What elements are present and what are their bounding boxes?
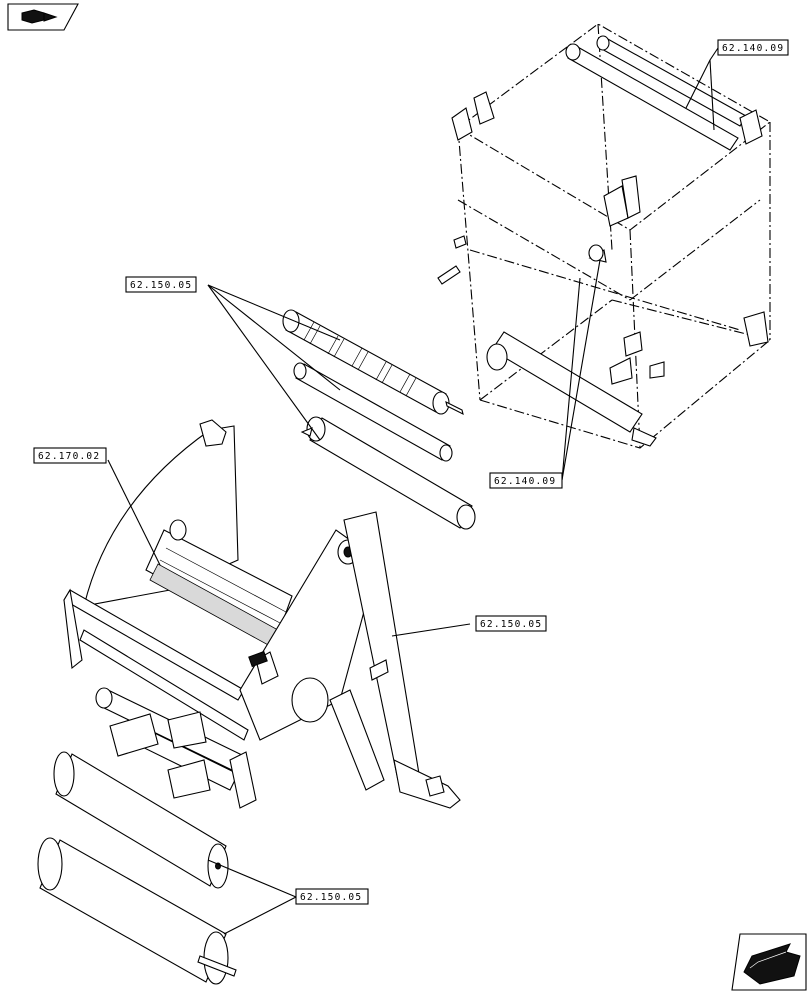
callout-62-140-09-top[interactable]: 62.140.09 <box>717 39 789 56</box>
roller-plain <box>293 362 453 462</box>
svg-text:62.140.09: 62.140.09 <box>494 476 556 487</box>
callout-62-170-02[interactable]: 62.170.02 <box>33 447 107 464</box>
frame-assembly <box>437 23 771 449</box>
svg-text:62.140.09: 62.140.09 <box>722 43 784 54</box>
svg-text:62.150.05: 62.150.05 <box>300 892 362 903</box>
parts-kit-icon[interactable] <box>7 3 79 31</box>
roller-lower-bottom <box>37 837 237 985</box>
leader-lines <box>107 47 719 935</box>
roller-lower-upper <box>53 751 229 889</box>
next-page-arrow-icon[interactable] <box>731 933 807 991</box>
callout-62-140-09-mid[interactable]: 62.140.09 <box>489 472 563 489</box>
svg-text:62.170.02: 62.170.02 <box>38 451 100 462</box>
roller-large <box>300 416 476 530</box>
svg-text:62.150.05: 62.150.05 <box>130 280 192 291</box>
callout-62-150-05-upper[interactable]: 62.150.05 <box>125 276 197 293</box>
roller-fluted <box>282 309 464 416</box>
callout-62-150-05-right[interactable]: 62.150.05 <box>475 615 547 632</box>
callout-62-150-05-bottom[interactable]: 62.150.05 <box>295 888 369 905</box>
svg-text:62.150.05: 62.150.05 <box>480 619 542 630</box>
main-chamber <box>63 419 461 809</box>
